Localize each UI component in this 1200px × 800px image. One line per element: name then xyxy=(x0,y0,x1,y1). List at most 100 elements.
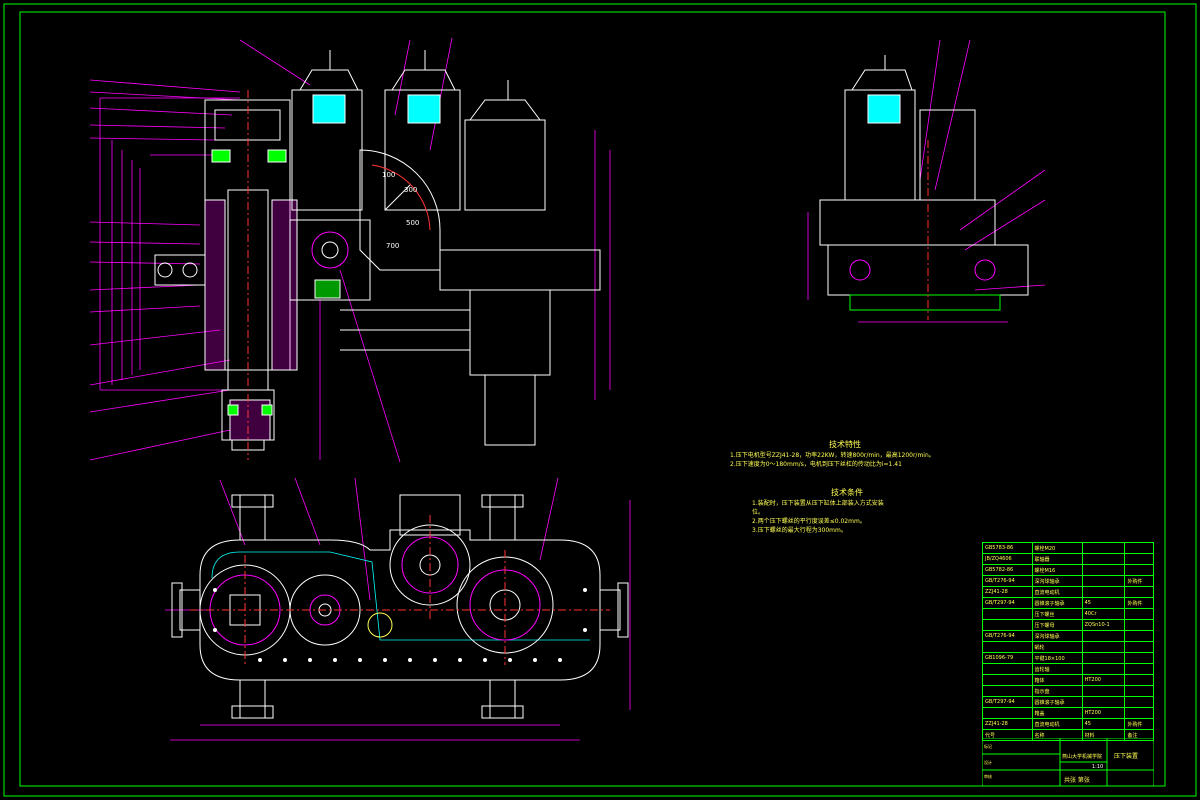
bom-cell-code xyxy=(982,663,1033,675)
bom-cell-code: ZZJ41-28 xyxy=(982,586,1033,598)
bom-cell-code: GB5783-86 xyxy=(982,542,1033,554)
drawing-title: 压下装置 xyxy=(1114,752,1138,760)
bom-cell-name: 螺栓M16 xyxy=(1031,564,1083,576)
bom-row: 指示盘 xyxy=(982,685,1154,697)
tech-requirements-note: 技术条件 1.装配时，压下装置从压下缸体上部装入方式安装 位。 2.两个压下螺丝… xyxy=(752,488,942,535)
bom-cell-material xyxy=(1081,575,1126,587)
bom-cell-code xyxy=(982,685,1033,697)
bom-cell-material xyxy=(1081,652,1126,664)
bom-cell-material xyxy=(1081,553,1126,565)
bom-cell-material xyxy=(1081,542,1126,554)
bom-cell-material: 40Cr xyxy=(1081,608,1126,620)
bom-cell-note xyxy=(1124,674,1154,686)
title-block-sheet: 共张 第张 xyxy=(1064,776,1090,784)
bom-cell-name: 直流电动机 xyxy=(1031,586,1083,598)
bom-cell-name: 联轴器 xyxy=(1031,553,1083,565)
bom-cell-name: 指示盘 xyxy=(1031,685,1083,697)
title-block-label: 审核 xyxy=(984,773,992,779)
bom-cell-material: ZQSn10-1 xyxy=(1081,619,1126,631)
top-view xyxy=(165,477,631,741)
bom-cell-code: JB/ZQ4606 xyxy=(982,553,1033,565)
title-block-scale: 1:10 xyxy=(1092,764,1103,770)
bom-cell-material xyxy=(1081,564,1126,576)
bom-cell-name: 直流电动机 xyxy=(1031,718,1083,730)
bom-cell-name: 平键18×100 xyxy=(1031,652,1083,664)
tech-requirements-line: 2.两个压下螺丝的平行度误差≤0.02mm。 xyxy=(752,518,866,525)
bom-cell-note xyxy=(1124,553,1154,565)
bom-cell-name: 圆锥滚子轴承 xyxy=(1031,597,1083,609)
bom-cell-material xyxy=(1081,630,1126,642)
tech-features-line: 2.压下速度为0～180mm/s，电机到压下丝杠的传动比为i=1.41 xyxy=(730,461,902,468)
bom-cell-code xyxy=(982,608,1033,620)
tech-requirements-line: 3.压下螺丝的最大行程为300mm。 xyxy=(752,527,847,534)
bom-cell-note xyxy=(1124,564,1154,576)
tech-features-title: 技术特性 xyxy=(829,440,861,449)
bom-cell-name: 箱盖 xyxy=(1031,707,1083,719)
tech-features-note: 技术特性 1.压下电机型号ZZJ41-28，功率22KW，转速800r/min，… xyxy=(730,440,960,469)
bom-cell-material xyxy=(1081,696,1126,708)
bom-cell-note xyxy=(1124,652,1154,664)
bom-cell-code: GB1096-79 xyxy=(982,652,1033,664)
tech-requirements-line: 位。 xyxy=(752,509,765,516)
bom-cell-code: GB5782-86 xyxy=(982,564,1033,576)
bom-cell-code xyxy=(982,707,1033,719)
bom-cell-name: 箱体 xyxy=(1031,674,1083,686)
bom-cell-material xyxy=(1081,641,1126,653)
bom-cell-code: GB/T297-94 xyxy=(982,696,1033,708)
bom-cell-note xyxy=(1124,608,1154,620)
inner-frame xyxy=(19,11,1166,787)
title-block-company: 燕山大学机械学院 xyxy=(1062,753,1102,760)
bom-cell-note xyxy=(1124,542,1154,554)
bom-cell-note: 外购件 xyxy=(1124,575,1154,587)
tech-requirements-line: 1.装配时，压下装置从压下缸体上部装入方式安装 xyxy=(752,500,884,507)
bom-cell-code xyxy=(982,619,1033,631)
bom-cell-name: 压下螺丝 xyxy=(1031,608,1083,620)
outer-frame xyxy=(3,3,1197,797)
bom-cell-material: HT200 xyxy=(1081,674,1126,686)
bom-cell-note: 外购件 xyxy=(1124,597,1154,609)
dial-label: 700 xyxy=(386,242,399,250)
title-block: 燕山大学机械学院 1:10 压下装置 共张 第张 标记 设计 审核 xyxy=(982,738,1154,786)
bom-cell-material xyxy=(1081,586,1126,598)
bom-cell-note: 外购件 xyxy=(1124,718,1154,730)
front-section-view: 100 300 500 700 xyxy=(89,37,611,463)
dial-label: 500 xyxy=(406,219,419,227)
bom-cell-code: GB/T276-94 xyxy=(982,575,1033,587)
bom-cell-name: 蜗轮 xyxy=(1031,641,1083,653)
bom-cell-note xyxy=(1124,685,1154,697)
bom-cell-name: 螺栓M20 xyxy=(1031,542,1083,554)
dial-label: 100 xyxy=(382,171,395,179)
bom-cell-code: GB/T276-94 xyxy=(982,630,1033,642)
bom-cell-code xyxy=(982,641,1033,653)
bom-cell-material: 45 xyxy=(1081,718,1126,730)
bom-cell-note xyxy=(1124,707,1154,719)
bom-cell-material xyxy=(1081,663,1126,675)
title-block-label: 标记 xyxy=(984,743,992,749)
dial-label: 300 xyxy=(404,186,417,194)
bom-cell-code: ZZJ41-28 xyxy=(982,718,1033,730)
side-view xyxy=(807,39,1046,323)
title-block-label: 设计 xyxy=(984,759,992,765)
tech-features-line: 1.压下电机型号ZZJ41-28，功率22KW，转速800r/min，最高120… xyxy=(730,452,935,459)
bom-cell-note xyxy=(1124,619,1154,631)
bom-cell-material: 45 xyxy=(1081,597,1126,609)
bom-cell-code: GB/T297-94 xyxy=(982,597,1033,609)
bom-cell-material: HT200 xyxy=(1081,707,1126,719)
bom-cell-note xyxy=(1124,696,1154,708)
